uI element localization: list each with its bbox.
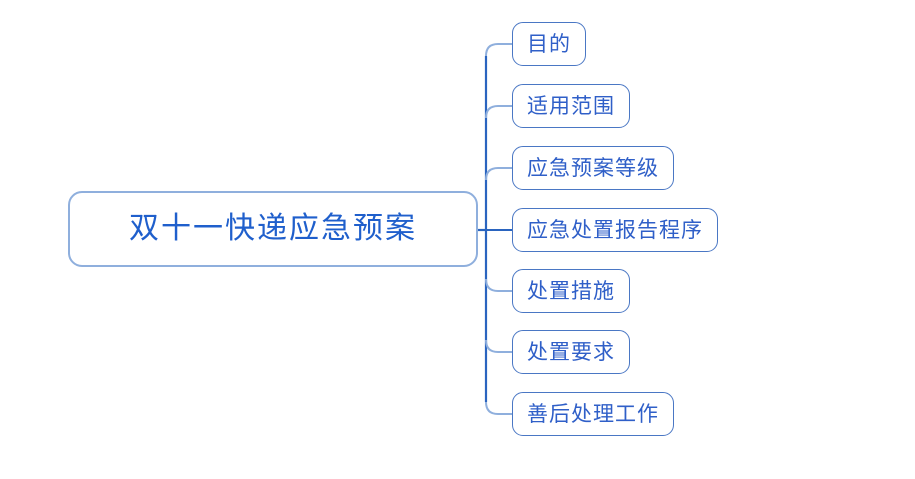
connector-branch-1 xyxy=(485,43,512,57)
child-node-5-label: 处置措施 xyxy=(527,278,615,303)
child-node-4-label: 应急处置报告程序 xyxy=(527,217,703,242)
child-node-5[interactable]: 处置措施 xyxy=(512,269,630,313)
child-node-4[interactable]: 应急处置报告程序 xyxy=(512,208,718,252)
connector-branch-2 xyxy=(485,105,512,119)
connector-branch-3 xyxy=(485,167,512,181)
child-node-3[interactable]: 应急预案等级 xyxy=(512,146,674,190)
child-node-7[interactable]: 善后处理工作 xyxy=(512,392,674,436)
child-node-3-label: 应急预案等级 xyxy=(527,155,659,180)
child-node-2-label: 适用范围 xyxy=(527,93,615,118)
child-node-1[interactable]: 目的 xyxy=(512,22,586,66)
root-node[interactable]: 双十一快递应急预案 xyxy=(68,191,478,267)
connector-branch-6 xyxy=(485,339,512,353)
child-node-6-label: 处置要求 xyxy=(527,339,615,364)
child-node-7-label: 善后处理工作 xyxy=(527,401,659,426)
connector-branch-7 xyxy=(485,401,512,415)
child-node-1-label: 目的 xyxy=(527,31,571,56)
root-node-label: 双十一快递应急预案 xyxy=(129,211,417,246)
child-node-2[interactable]: 适用范围 xyxy=(512,84,630,128)
connector-branch-5 xyxy=(485,278,512,292)
child-node-6[interactable]: 处置要求 xyxy=(512,330,630,374)
